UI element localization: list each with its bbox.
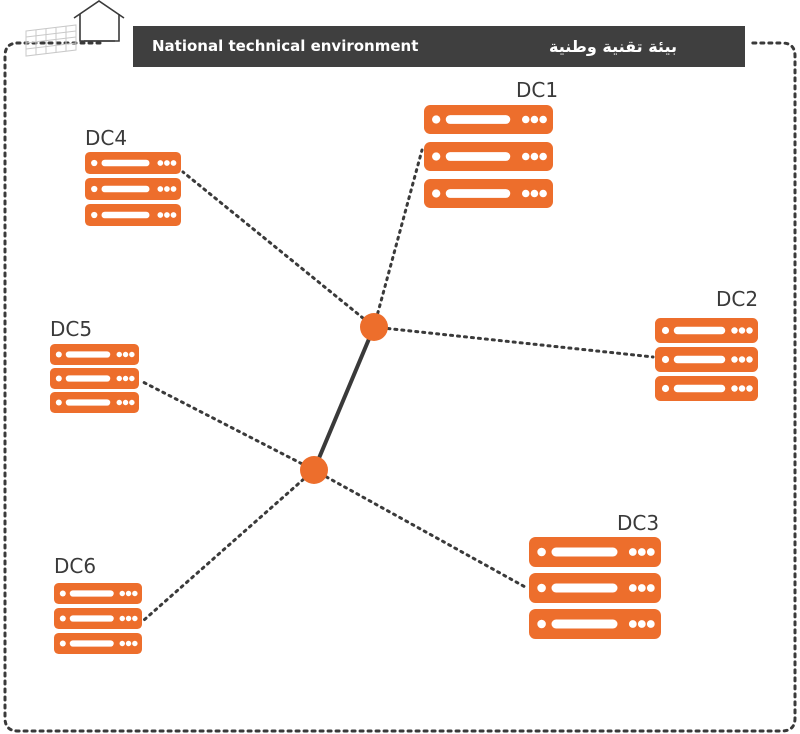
server-rack-icon bbox=[529, 609, 661, 639]
hub-lower-node bbox=[300, 456, 328, 484]
dc3-label: DC3 bbox=[617, 511, 660, 535]
link-hub-upper-hub-lower bbox=[312, 326, 376, 471]
server-rack-icon bbox=[655, 347, 758, 372]
server-rack-icon bbox=[85, 152, 181, 174]
link-hub-upper-dc4 bbox=[181, 170, 376, 329]
link-hub-lower-dc6 bbox=[142, 468, 316, 622]
server-rack-icon bbox=[424, 179, 553, 208]
dc6-server-stack bbox=[54, 583, 142, 654]
dc2-server-stack bbox=[655, 318, 758, 401]
server-rack-icon bbox=[54, 633, 142, 654]
link-hub-lower-dc5 bbox=[139, 379, 316, 472]
dc1-label: DC1 bbox=[516, 78, 559, 102]
server-rack-icon bbox=[655, 376, 758, 401]
banner-title-ar: بيئة تقنية وطنية bbox=[549, 37, 677, 56]
link-hub-upper-dc1 bbox=[372, 148, 424, 329]
hubs-layer bbox=[300, 313, 388, 484]
link-hub-lower-dc3 bbox=[312, 468, 529, 590]
hub-upper-node bbox=[360, 313, 388, 341]
dc6-label: DC6 bbox=[54, 554, 97, 578]
server-rack-icon bbox=[85, 204, 181, 226]
dc4-label: DC4 bbox=[85, 126, 128, 150]
brick-wall-icon bbox=[25, 24, 77, 57]
environment-banner: National technical environment بيئة تقني… bbox=[133, 26, 745, 67]
links-layer bbox=[139, 148, 655, 622]
server-rack-icon bbox=[54, 583, 142, 604]
dc3-server-stack bbox=[529, 537, 661, 639]
server-rack-icon bbox=[50, 392, 139, 413]
environment-boundary bbox=[3, 41, 797, 733]
dc4-server-stack bbox=[85, 152, 181, 226]
dc5-server-stack bbox=[50, 344, 139, 413]
server-rack-icon bbox=[424, 142, 553, 171]
server-rack-icon bbox=[529, 537, 661, 567]
server-rack-icon bbox=[655, 318, 758, 343]
server-rack-icon bbox=[424, 105, 553, 134]
server-rack-icon bbox=[529, 573, 661, 603]
server-rack-icon bbox=[85, 178, 181, 200]
server-rack-icon bbox=[50, 368, 139, 389]
dc5-label: DC5 bbox=[50, 317, 93, 341]
house-icon bbox=[73, 0, 125, 42]
dc1-server-stack bbox=[424, 105, 553, 208]
server-rack-icon bbox=[50, 344, 139, 365]
servers-layer bbox=[50, 105, 758, 654]
server-rack-icon bbox=[54, 608, 142, 629]
dc2-label: DC2 bbox=[716, 287, 759, 311]
banner-title-en: National technical environment bbox=[152, 37, 419, 55]
link-hub-upper-dc2 bbox=[372, 325, 655, 359]
